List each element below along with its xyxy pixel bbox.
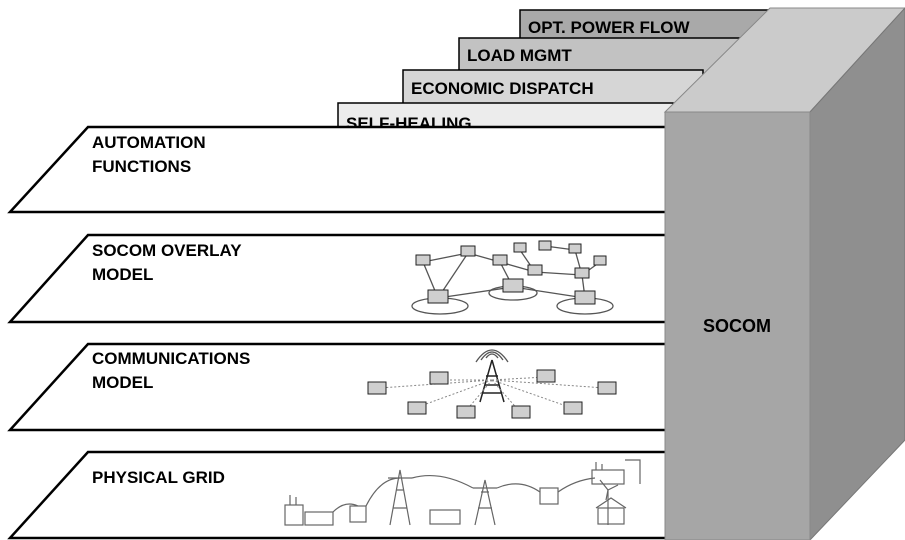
function-label: ECONOMIC DISPATCH (411, 79, 594, 98)
communications-tower-icon (367, 349, 617, 419)
layer-label-line1: PHYSICAL GRID (92, 468, 225, 487)
function-label: LOAD MGMT (467, 46, 572, 65)
socom-block-front (664, 111, 811, 540)
layer-label-line2: MODEL (92, 373, 153, 392)
layer-label-line1: SOCOM OVERLAY (92, 241, 242, 260)
socom-block: SOCOM (663, 7, 905, 540)
function-label: OPT. POWER FLOW (528, 18, 690, 37)
layer-communications-model: COMMUNICATIONS MODEL (7, 342, 668, 432)
layer-plane (7, 125, 668, 214)
layer-label-line2: FUNCTIONS (92, 157, 191, 176)
layer-physical-grid: PHYSICAL GRID (7, 450, 668, 540)
power-grid-icon (284, 459, 641, 526)
layer-plane (7, 342, 668, 432)
overlay-network-icon (411, 240, 614, 315)
layer-plane (7, 450, 668, 540)
layer-label-line2: MODEL (92, 265, 153, 284)
layer-socom-overlay-model: SOCOM OVERLAY MODEL (7, 233, 668, 324)
layer-label-line1: AUTOMATION (92, 133, 206, 152)
socom-label: SOCOM (703, 316, 771, 336)
layer-automation-functions: AUTOMATION FUNCTIONS (7, 125, 668, 214)
layer-label-line1: COMMUNICATIONS (92, 349, 250, 368)
